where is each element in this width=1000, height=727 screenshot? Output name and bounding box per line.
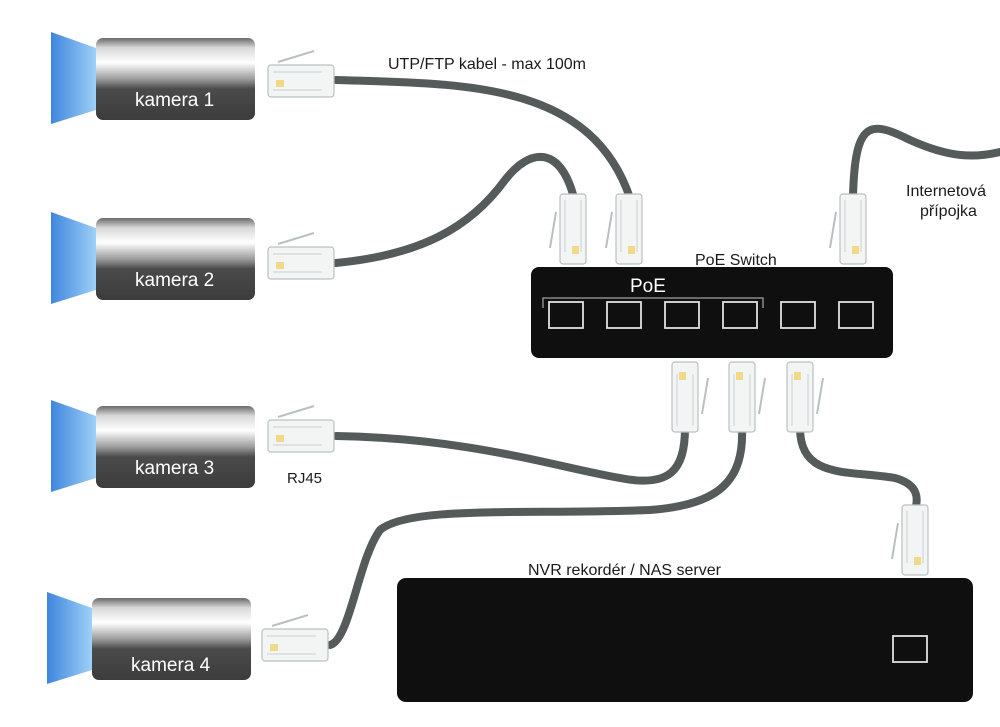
camera-label: kamera 2 — [135, 270, 214, 291]
rj45-connector-1 — [267, 50, 335, 98]
camera-lens — [51, 212, 96, 304]
connector-label: RJ45 — [287, 470, 322, 487]
cable-camera-3 — [332, 424, 689, 485]
rj45-connector-switch-1 — [549, 193, 587, 265]
camera-connectors — [261, 50, 335, 662]
camera-body — [96, 406, 255, 488]
internet-label-line1: Internetová — [906, 183, 986, 200]
switch-port-4 — [722, 301, 758, 329]
camera-3: kamera 3 — [51, 400, 255, 492]
camera-label: kamera 3 — [135, 458, 214, 479]
nvr-recorder-body — [397, 578, 973, 702]
cable-camera-2 — [332, 153, 578, 267]
camera-lens — [51, 32, 96, 124]
camera-body — [92, 598, 251, 680]
switch-port-5 — [780, 301, 816, 329]
nvr-recorder-title: NVR rekordér / NAS server — [528, 562, 722, 579]
poe-switch: PoE Switch PoE — [531, 252, 893, 358]
rj45-connector-switch-3 — [671, 361, 709, 433]
rj45-connector-3 — [267, 405, 335, 453]
cable-camera-4 — [326, 424, 747, 649]
switch-port-3 — [664, 301, 700, 329]
rj45-connector-internet — [829, 193, 867, 265]
camera-body — [96, 218, 255, 300]
camera-2: kamera 2 — [51, 212, 255, 304]
switch-ports — [548, 301, 874, 329]
camera-4: kamera 4 — [47, 592, 251, 684]
rj45-connector-switch-5 — [786, 361, 824, 433]
rj45-connector-2 — [267, 232, 335, 280]
rj45-connector-switch-2 — [605, 193, 643, 265]
switch-port-2 — [606, 301, 642, 329]
poe-switch-body — [531, 267, 893, 358]
poe-switch-title: PoE Switch — [695, 252, 777, 269]
cable-label: UTP/FTP kabel - max 100m — [388, 56, 586, 73]
cable-internet — [849, 124, 1000, 200]
camera-label: kamera 4 — [131, 655, 211, 676]
internet-label-line2: přípojka — [920, 203, 977, 220]
camera-lens — [51, 400, 96, 492]
camera-lens — [47, 592, 92, 684]
poe-group-bracket — [542, 297, 764, 308]
switch-bottom-connectors — [671, 361, 929, 576]
camera-1: kamera 1 — [51, 32, 255, 124]
rj45-connector-switch-4 — [728, 361, 766, 433]
rj45-connector-4 — [261, 614, 329, 662]
switch-port-6 — [838, 301, 874, 329]
camera-body — [96, 38, 255, 120]
cables — [326, 76, 1000, 649]
poe-group-label: PoE — [630, 276, 666, 297]
cable-recorder — [796, 424, 921, 514]
rj45-connector-recorder — [891, 504, 929, 576]
nvr-port — [892, 635, 928, 663]
cable-camera-1 — [332, 76, 634, 202]
camera-label: kamera 1 — [135, 90, 214, 111]
nvr-recorder: NVR rekordér / NAS server — [397, 562, 973, 702]
switch-port-1 — [548, 301, 584, 329]
